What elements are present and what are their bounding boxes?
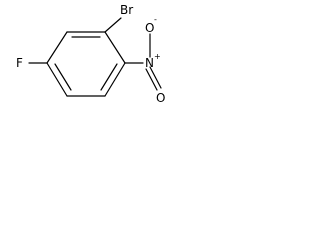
nitrogen-charge-label: + [154,52,161,61]
bond-c1-br [104,17,122,33]
oxygen-top-charge-label: - [154,15,157,24]
chemical-structure: Br F N + O - O [16,3,165,105]
ring-bond-c2-c3 [104,62,126,97]
oxygen-top-label: O [145,21,154,35]
bond-n-o-bottom-1 [145,68,158,91]
ring-double-bond-inner-2 [100,63,118,91]
ring-bond-c4-c5 [46,62,68,97]
ring-double-bond-inner-3 [54,63,72,91]
fluorine-label: F [16,56,23,70]
bromine-label: Br [120,3,133,17]
bond-n-o-bottom-2 [149,66,162,89]
nitrogen-label: N [145,56,154,70]
oxygen-bottom-label: O [156,91,165,105]
ring-bond-c1-c2 [104,31,126,64]
ring-bond-c5-c6 [46,31,68,64]
